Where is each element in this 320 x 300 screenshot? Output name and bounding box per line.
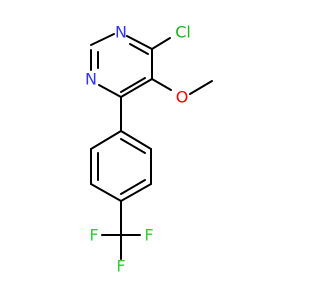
atom-n3: N <box>115 23 127 42</box>
bond-ph3-ph4-double <box>120 179 146 195</box>
bond-n3-c4-double <box>129 43 149 55</box>
atom-o: O <box>176 88 189 107</box>
bond-ph6-ph1 <box>90 130 122 150</box>
bond-c5-c6-double <box>120 77 146 93</box>
atom-label-f1: F <box>89 226 98 245</box>
bond-ph4-ph5 <box>90 183 122 202</box>
atom-label-cl: Cl <box>175 23 191 42</box>
bond-c2-n3 <box>90 33 115 46</box>
bond-c5-o <box>151 78 172 91</box>
bond-c5-c6 <box>120 78 153 98</box>
atom-label-o: O <box>176 88 189 107</box>
atom-f1: F <box>89 226 98 245</box>
atom-cl: Cl <box>175 23 191 42</box>
pyrimidine-ring <box>90 33 153 98</box>
atom-label-n3: N <box>115 23 127 42</box>
atom-label-n1: N <box>85 70 97 89</box>
phenyl-ring <box>90 130 152 202</box>
atom-f2: F <box>144 226 153 245</box>
bond-ph1-ph2 <box>120 130 152 150</box>
atom-label-f3: F <box>116 257 125 276</box>
bond-n3-c4 <box>126 35 153 50</box>
bond-c4-cl <box>151 37 171 50</box>
bond-ph1-ph2-double <box>120 138 146 154</box>
atom-n1: N <box>85 70 97 89</box>
atom-label-f2: F <box>144 226 153 245</box>
atom-f3: F <box>116 257 125 276</box>
bond-c6-n1 <box>98 84 122 98</box>
bond-ph3-ph4 <box>120 183 152 202</box>
molecule-structure: N N Cl O F F F <box>85 23 213 276</box>
bond-o-ch3 <box>189 80 213 95</box>
